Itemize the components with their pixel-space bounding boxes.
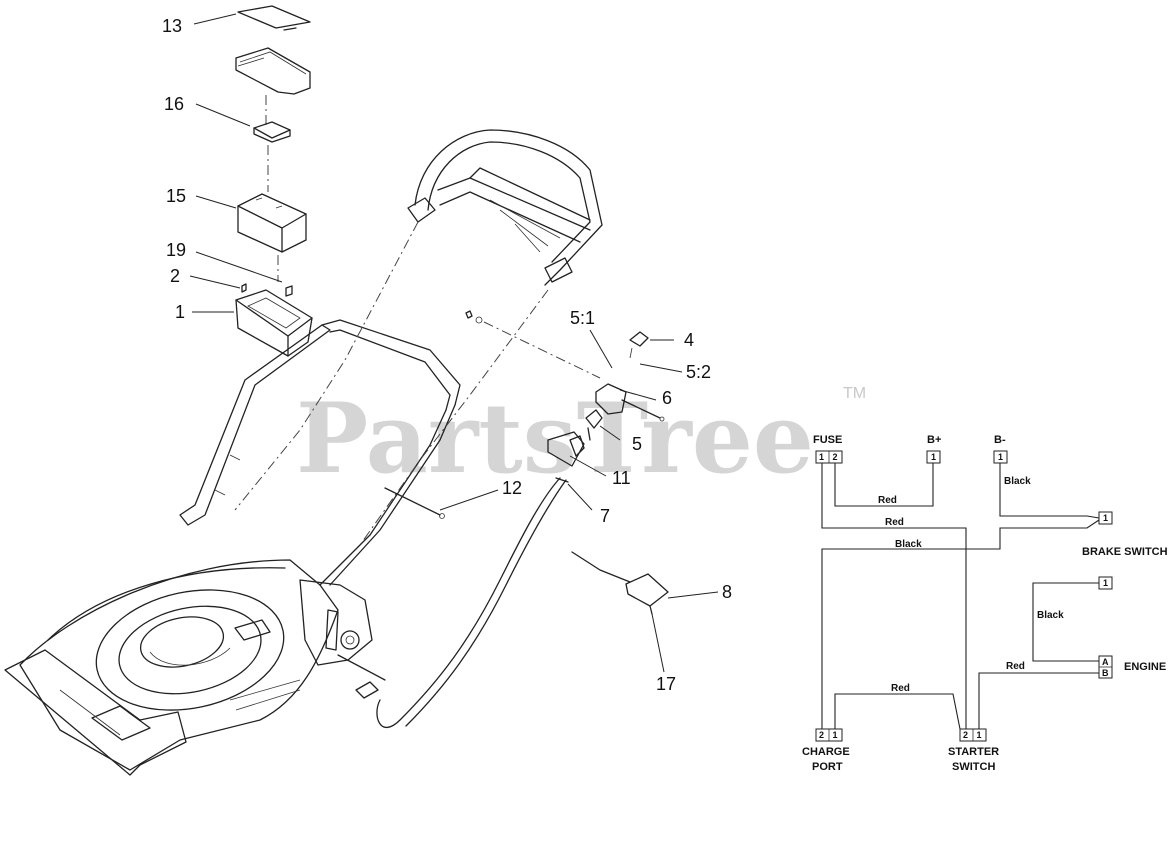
mower-illustration <box>4 129 603 776</box>
fuse-pins: 1 2 <box>819 452 841 462</box>
part-8-charger <box>625 573 669 607</box>
battery-stack <box>235 5 313 357</box>
callout-1: 1 <box>175 302 185 322</box>
starter-switch-label-2: SWITCH <box>952 761 995 773</box>
watermark-trademark: TM <box>843 385 866 402</box>
callout-17: 17 <box>656 674 676 694</box>
part-6-switch <box>595 383 627 415</box>
part-11-box <box>547 431 585 467</box>
callout-2: 2 <box>170 266 180 286</box>
wire-black-engine <box>1032 582 1099 662</box>
wire-label-red-4: Red <box>891 683 910 694</box>
b-minus-pin: 1 <box>998 452 1003 462</box>
callout-19: 19 <box>166 240 186 260</box>
part-7-pin <box>555 477 569 483</box>
wiring-diagram: FUSE B+ B- BRAKE SWITCH ENGINE CHARGE PO… <box>802 434 1168 773</box>
part-2-screw <box>241 283 247 293</box>
wire-label-red-3: Red <box>1006 661 1025 672</box>
plate-mark <box>283 27 297 31</box>
handle-axis-right <box>359 289 549 546</box>
part-15-battery <box>237 193 307 229</box>
rod-end <box>439 513 445 519</box>
part-5-connector <box>585 409 603 429</box>
callout-7: 7 <box>600 506 610 526</box>
callout-15: 15 <box>166 186 186 206</box>
part-16-pad <box>253 121 291 139</box>
fuse-label: FUSE <box>813 434 842 446</box>
engine-pin-b: B <box>1102 668 1109 678</box>
charge-port-pins: 2 1 <box>819 730 841 740</box>
wire-red-engine-starter <box>978 672 1099 729</box>
brake-switch-pin: 1 <box>1103 513 1108 523</box>
engine-top-pin: 1 <box>1103 578 1108 588</box>
wire-red-fuse-bplus <box>834 463 934 507</box>
mower-deck <box>4 559 339 776</box>
callout-16: 16 <box>164 94 184 114</box>
wire-label-red-2: Red <box>885 517 904 528</box>
rear-bracket <box>299 579 386 699</box>
cross-rod <box>384 487 441 516</box>
part-4-key <box>629 331 649 347</box>
part-13-cover <box>235 47 311 95</box>
callout-4: 4 <box>684 330 694 350</box>
wire-black-bminus-brake <box>999 463 1100 519</box>
callout-5-2: 5:2 <box>686 362 711 382</box>
part-19-clip <box>285 285 293 297</box>
callout-11: 11 <box>612 468 631 488</box>
engine-label: ENGINE <box>1124 661 1166 673</box>
leader-lines <box>189 13 719 673</box>
wire-red-charge-starter <box>834 693 961 730</box>
part-1-tray <box>235 289 313 337</box>
callouts: 13 16 15 19 2 1 5:1 4 5:2 6 5 11 12 7 8 … <box>162 16 732 694</box>
starter-switch-label-1: STARTER <box>948 746 999 758</box>
part-13-label-plate <box>237 5 311 29</box>
wire-label-black-3: Black <box>1037 610 1064 621</box>
wire-label-black-2: Black <box>895 539 922 550</box>
charge-port-label-2: PORT <box>812 761 843 773</box>
part-8-lead <box>571 551 631 583</box>
callout-5-1: 5:1 <box>570 308 595 328</box>
callout-8: 8 <box>722 582 732 602</box>
b-plus-pin: 1 <box>931 452 936 462</box>
brake-switch-label: BRAKE SWITCH <box>1082 546 1168 558</box>
wire-label-red-1: Red <box>878 495 897 506</box>
engine-pin-a: A <box>1102 657 1109 667</box>
callout-13: 13 <box>162 16 182 36</box>
lower-handle <box>179 319 461 586</box>
starter-switch-pins: 2 1 <box>963 730 985 740</box>
wire-black-charge-brake <box>821 519 1100 729</box>
switch-parts <box>465 310 669 615</box>
b-plus-label: B+ <box>927 434 941 446</box>
control-cable <box>376 477 561 728</box>
wire-red-fuse-starter <box>821 463 967 729</box>
callout-5: 5 <box>632 434 642 454</box>
control-cable-outline <box>405 479 567 727</box>
wire-label-black-1: Black <box>1004 476 1031 487</box>
charge-port-label-1: CHARGE <box>802 746 850 758</box>
b-minus-label: B- <box>994 434 1006 446</box>
upper-handle <box>407 129 603 286</box>
callout-12: 12 <box>502 478 522 498</box>
callout-6: 6 <box>662 388 672 408</box>
